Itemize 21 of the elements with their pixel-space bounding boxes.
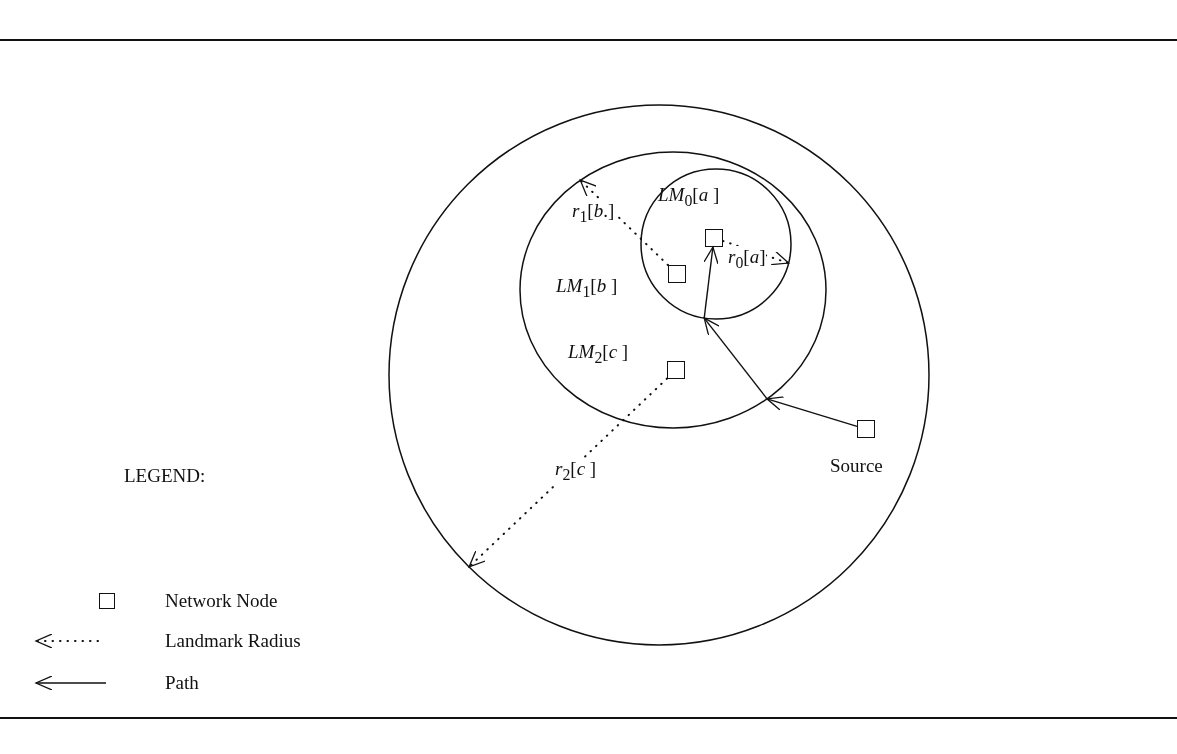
circle-region [641, 169, 791, 319]
dotted-arrow [468, 377, 668, 568]
arrow [703, 317, 768, 400]
node-label: LM$_{2}$[c ] [568, 342, 629, 366]
dotted-arrow [579, 179, 669, 267]
legend-heading: LEGEND: [124, 466, 206, 485]
circle-region [389, 105, 929, 645]
legend-label: Landmark Radius [165, 631, 301, 650]
node-label: LM$_{1}$[b ] [556, 276, 618, 300]
edge-label: r$_{2}$[c ] [554, 458, 598, 484]
legend-label: Network Node [165, 591, 278, 610]
network-node-square [857, 420, 875, 438]
arrow [703, 246, 719, 319]
arrow [766, 396, 858, 428]
network-node-square [668, 265, 686, 283]
network-node-square [667, 361, 685, 379]
legend-label: Path [165, 673, 199, 692]
node-label: Source [830, 456, 883, 475]
circle-region [520, 152, 826, 428]
network-node-square [705, 229, 723, 247]
node-label: LM$_{0}$[a ] [658, 185, 720, 209]
